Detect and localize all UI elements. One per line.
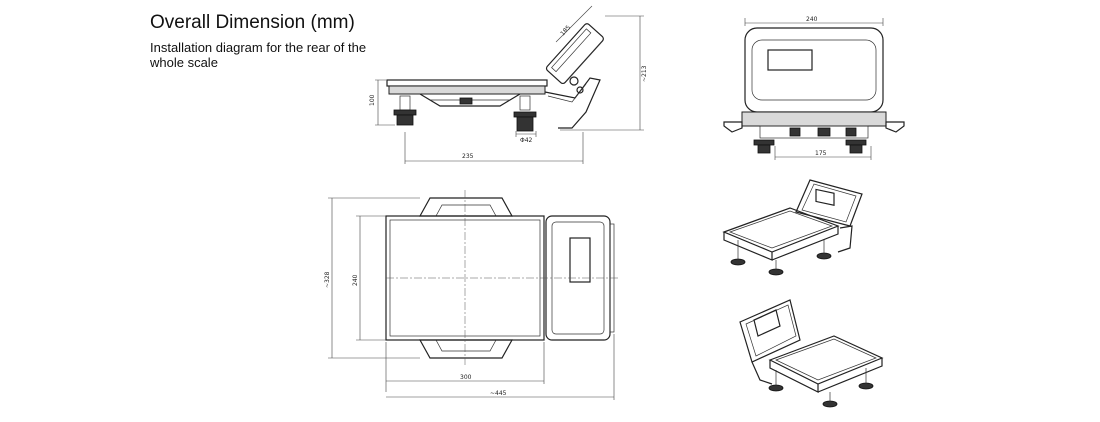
iso1-platform-side	[771, 226, 839, 261]
rear-width-label: 240	[806, 16, 818, 23]
rear-block-2	[817, 127, 831, 137]
rear-feet-label: 175	[815, 150, 827, 157]
side-bracket	[544, 77, 601, 129]
side-foot-right	[513, 95, 537, 132]
side-depth-label: 235	[462, 153, 474, 160]
side-total-dim-line	[560, 15, 644, 131]
iso2-platform-inner	[775, 338, 877, 381]
top-platform-dim-line	[385, 342, 545, 392]
side-pivot	[576, 86, 584, 94]
iso2-display-head	[739, 299, 801, 363]
iso1-platform-inner	[728, 210, 834, 249]
iso2-platform-front	[769, 360, 819, 393]
iso1-platform-front	[723, 232, 773, 261]
side-display-dim-line	[555, 5, 593, 43]
side-display-head	[545, 23, 604, 85]
side-total-height-label: ~213	[641, 65, 648, 82]
rear-feet-dim-line	[774, 146, 872, 160]
rear-display-outer	[744, 27, 884, 113]
side-depth-dim-line	[404, 132, 584, 164]
iso2-foot-stems	[775, 368, 867, 402]
side-display-label: 185	[559, 24, 572, 37]
rear-display-window	[767, 49, 813, 71]
top-platform-label: 300	[460, 374, 472, 381]
top-depth-dim-line	[328, 197, 420, 359]
iso1-foot-stems	[737, 240, 825, 270]
rear-width-dim-line	[744, 18, 884, 26]
iso1-display-inner	[801, 183, 857, 223]
side-view: 100 ~213 185 235 Φ42	[369, 5, 648, 164]
side-foot-left	[393, 95, 417, 126]
rear-display-inner	[751, 39, 877, 101]
rear-view: 240 175	[723, 16, 905, 160]
top-view: ~328 240 300 ~445	[324, 190, 620, 400]
page-subtitle: Installation diagram for the rear of the…	[150, 40, 367, 70]
rear-frame	[759, 125, 869, 139]
rear-block-3	[845, 127, 857, 137]
side-height-label: 100	[369, 94, 376, 106]
top-depth-label: ~328	[324, 271, 331, 288]
top-handle-lower	[418, 339, 514, 359]
side-platform-base	[388, 85, 546, 95]
iso1-display-window	[815, 188, 835, 206]
iso1-display-head	[795, 179, 863, 227]
iso1-bracket	[837, 225, 853, 253]
top-width-dim-line	[356, 215, 386, 341]
rear-handle-left	[723, 121, 743, 133]
side-platform-top	[386, 79, 548, 87]
rear-platform	[741, 111, 887, 127]
side-knob	[569, 76, 579, 86]
top-total-dim-line	[386, 334, 615, 400]
side-center-block	[459, 97, 473, 105]
top-width-label: 240	[352, 274, 359, 286]
top-handle-upper-inner	[435, 204, 497, 217]
top-total-label: ~445	[490, 390, 507, 397]
iso2-platform-side	[817, 358, 883, 393]
rear-block-1	[789, 127, 801, 137]
side-foot-dim-line	[515, 131, 537, 137]
iso-view-front	[722, 179, 863, 276]
rear-foot-left	[753, 139, 775, 154]
rear-foot-right	[845, 139, 867, 154]
page-title: Overall Dimension (mm)	[150, 12, 355, 33]
iso2-bracket	[751, 361, 773, 385]
top-handle-upper	[418, 197, 514, 217]
side-height-dim-line	[375, 79, 395, 126]
iso2-display-window	[753, 309, 781, 337]
rear-handle-right	[885, 121, 905, 133]
side-foot-label: Φ42	[520, 137, 533, 144]
top-display-window	[569, 237, 591, 283]
top-handle-lower-inner	[435, 339, 497, 352]
side-bracket-inner	[547, 83, 587, 103]
iso-view-back	[739, 299, 884, 408]
